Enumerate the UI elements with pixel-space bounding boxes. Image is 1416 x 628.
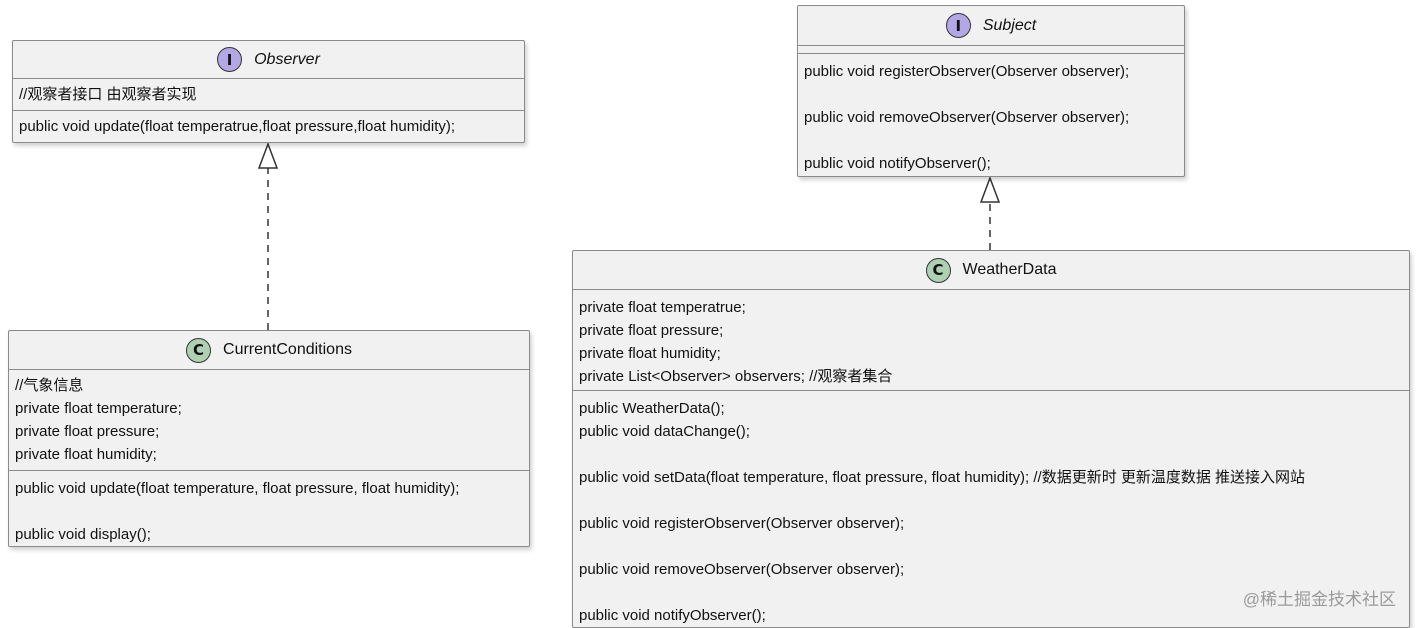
subject-method: public void notifyObserver(); — [804, 155, 991, 172]
weatherdata-method: public void setData(float temperature, f… — [579, 469, 1306, 486]
currentconditions-fields-section: //气象信息 private float temperature; privat… — [9, 370, 529, 471]
currentconditions-method: public void display(); — [15, 526, 151, 543]
watermark: @稀土掘金技术社区 — [1242, 590, 1396, 609]
currentconditions-methods-section: public void update(float temperature, fl… — [9, 471, 529, 546]
observer-method: public void update(float temperatrue,flo… — [19, 118, 456, 135]
weatherdata-method-spacer — [579, 535, 1403, 558]
weatherdata-field: private List<Observer> observers; //观察者集… — [579, 368, 893, 385]
currentconditions-header: C CurrentConditions — [9, 331, 529, 370]
currentconditions-field: private float humidity; — [15, 446, 157, 463]
class-badge-icon: C — [925, 257, 951, 283]
weatherdata-field: private float pressure; — [579, 322, 724, 339]
weatherdata-field: private float humidity; — [579, 345, 721, 362]
weatherdata-method-spacer — [579, 443, 1403, 466]
class-badge-icon: C — [186, 337, 212, 363]
currentconditions-field: private float temperature; — [15, 400, 182, 417]
subject-method-spacer — [804, 129, 1178, 152]
subject-header: I Subject — [798, 6, 1184, 46]
observer-comment-section: //观察者接口 由观察者实现 — [13, 79, 524, 111]
currentconditions-name: CurrentConditions — [223, 341, 352, 358]
currentconditions-field: private float pressure; — [15, 423, 160, 440]
currentconditions-method: public void update(float temperature, fl… — [15, 480, 460, 497]
observer-header: I Observer — [13, 41, 524, 79]
weatherdata-method: public void notifyObserver(); — [579, 607, 766, 624]
weatherdata-method: public void dataChange(); — [579, 423, 750, 440]
currentconditions-class[interactable]: C CurrentConditions //气象信息 private float… — [8, 330, 530, 547]
observer-interface[interactable]: I Observer //观察者接口 由观察者实现 public void up… — [12, 40, 525, 143]
subject-methods-section: public void registerObserver(Observer ob… — [798, 54, 1184, 175]
weatherdata-name: WeatherData — [962, 261, 1057, 278]
weatherdata-fields-section: private float temperatrue; private float… — [573, 290, 1409, 391]
weatherdata-method: public WeatherData(); — [579, 400, 725, 417]
observer-methods-section: public void update(float temperatrue,flo… — [13, 111, 524, 138]
weatherdata-field: private float temperatrue; — [579, 299, 746, 316]
interface-badge-icon: I — [217, 47, 243, 72]
subject-name: Subject — [982, 16, 1037, 34]
subject-method: public void registerObserver(Observer ob… — [804, 63, 1130, 80]
weatherdata-method: public void removeObserver(Observer obse… — [579, 561, 905, 578]
observer-comment: //观察者接口 由观察者实现 — [19, 86, 197, 103]
currentconditions-field: //气象信息 — [15, 377, 84, 394]
interface-badge-icon: I — [945, 13, 971, 38]
subject-interface[interactable]: I Subject public void registerObserver(O… — [797, 5, 1185, 177]
weatherdata-class[interactable]: C WeatherData private float temperatrue;… — [572, 250, 1410, 628]
weatherdata-method-spacer — [579, 489, 1403, 512]
weatherdata-method: public void registerObserver(Observer ob… — [579, 515, 905, 532]
currentconditions-method-spacer — [15, 500, 523, 523]
subject-fields-section — [798, 46, 1184, 54]
subject-method-spacer — [804, 83, 1178, 106]
realization-currentconditions-observer — [257, 141, 279, 330]
weatherdata-methods-section: public WeatherData(); public void dataCh… — [573, 391, 1409, 627]
observer-name: Observer — [254, 50, 320, 68]
subject-method: public void removeObserver(Observer obse… — [804, 109, 1130, 126]
realization-weatherdata-subject — [979, 175, 1001, 250]
weatherdata-header: C WeatherData — [573, 251, 1409, 290]
